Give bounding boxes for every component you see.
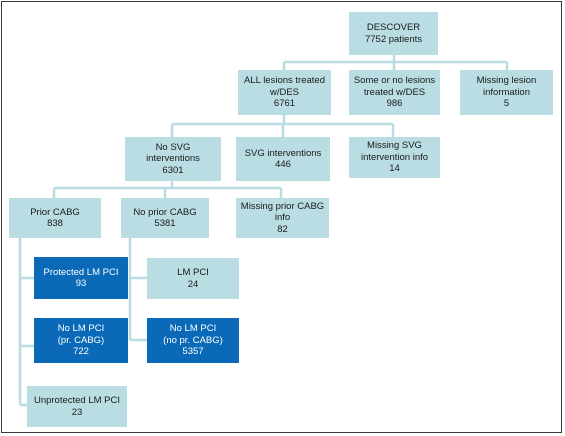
node-protected-lm-pci-line2: 93 xyxy=(75,278,87,289)
node-discover: DESCOVER 7752 patients xyxy=(349,12,438,55)
connector-prior-cabg xyxy=(18,238,34,407)
node-missing-lesion-line3: 5 xyxy=(503,98,510,110)
connector-no-svg xyxy=(52,181,283,198)
node-svg-line2: 446 xyxy=(275,159,291,170)
node-no-lm-pci-no-prior-line1: No LM PCI xyxy=(169,323,217,335)
node-all-lesions-des-line3: 6761 xyxy=(273,98,296,110)
node-no-prior-cabg: No prior CABG 5381 xyxy=(121,198,209,238)
connector-discover xyxy=(282,55,509,70)
node-unprotected-lm-pci: Unprotected LM PCI 23 xyxy=(27,386,127,427)
node-no-lm-pci-prior-line2: (pr. CABG) xyxy=(57,334,105,346)
node-missing-prior-cabg-line2: info xyxy=(274,212,291,224)
node-all-lesions-des-line2: w/DES xyxy=(269,86,300,98)
node-no-lm-pci-no-prior-cabg: No LM PCI (no pr. CABG) 5357 xyxy=(147,318,239,363)
node-missing-prior-cabg-line1: Missing prior CABG xyxy=(240,200,325,212)
node-svg-interventions: SVG interventions 446 xyxy=(236,137,330,181)
node-discover-line2: 7752 patients xyxy=(364,33,423,45)
node-unprotected-lm-pci-line1: Unprotected LM PCI xyxy=(33,395,121,407)
node-all-lesions-des: ALL lesions treated w/DES 6761 xyxy=(238,70,331,115)
node-protected-lm-pci: Protected LM PCI 93 xyxy=(34,257,128,299)
node-no-lm-pci-prior-line1: No LM PCI xyxy=(57,323,105,335)
node-missing-svg: Missing SVG intervention info 14 xyxy=(349,137,440,178)
node-discover-line1: DESCOVER xyxy=(366,22,421,34)
node-prior-cabg-line2: 838 xyxy=(47,218,63,229)
node-missing-svg-line1: Missing SVG xyxy=(367,140,422,152)
node-protected-lm-pci-line1: Protected LM PCI xyxy=(43,266,119,278)
node-unprotected-lm-pci-line2: 23 xyxy=(71,406,83,418)
node-missing-lesion-line1: Missing lesion xyxy=(476,75,537,87)
node-all-lesions-des-line1: ALL lesions treated xyxy=(244,75,325,87)
node-lm-pci: LM PCI 24 xyxy=(147,258,239,299)
node-no-lm-pci-prior-line3: 722 xyxy=(73,346,89,358)
node-no-svg-line2: 6301 xyxy=(162,164,184,176)
node-no-svg-interventions: No SVG interventions 6301 xyxy=(125,137,221,181)
node-some-or-no-lesions: Some or no lesions treated w/DES 986 xyxy=(349,70,440,115)
node-prior-cabg: Prior CABG 838 xyxy=(9,198,101,238)
node-svg-line1: SVG interventions xyxy=(244,147,322,159)
node-no-lm-pci-no-prior-line2: (no pr. CABG) xyxy=(163,334,223,346)
node-no-svg-line1: No SVG interventions xyxy=(146,141,200,165)
node-no-lm-pci-prior-cabg: No LM PCI (pr. CABG) 722 xyxy=(34,318,128,363)
connector-no-prior-cabg xyxy=(128,238,147,342)
node-some-or-no-lesions-line1: Some or no lesions xyxy=(353,75,436,87)
node-no-prior-cabg-line2: 5381 xyxy=(154,218,176,229)
node-missing-prior-cabg: Missing prior CABG info 82 xyxy=(236,198,329,238)
node-prior-cabg-line1: Prior CABG xyxy=(30,206,80,218)
node-no-lm-pci-no-prior-line3: 5357 xyxy=(182,346,204,358)
node-lm-pci-line2: 24 xyxy=(187,278,199,290)
node-missing-lesion: Missing lesion information 5 xyxy=(460,70,553,115)
connector-all-lesions xyxy=(170,115,395,137)
node-missing-svg-line3: 14 xyxy=(389,163,400,175)
node-missing-prior-cabg-line3: 82 xyxy=(277,223,288,235)
node-missing-svg-line2: intervention info xyxy=(360,151,429,163)
node-some-or-no-lesions-line2: treated w/DES xyxy=(363,86,426,98)
node-some-or-no-lesions-line3: 986 xyxy=(386,98,403,110)
node-lm-pci-line1: LM PCI xyxy=(177,267,209,279)
node-no-prior-cabg-line1: No prior CABG xyxy=(133,206,197,218)
node-missing-lesion-line2: information xyxy=(483,86,530,98)
